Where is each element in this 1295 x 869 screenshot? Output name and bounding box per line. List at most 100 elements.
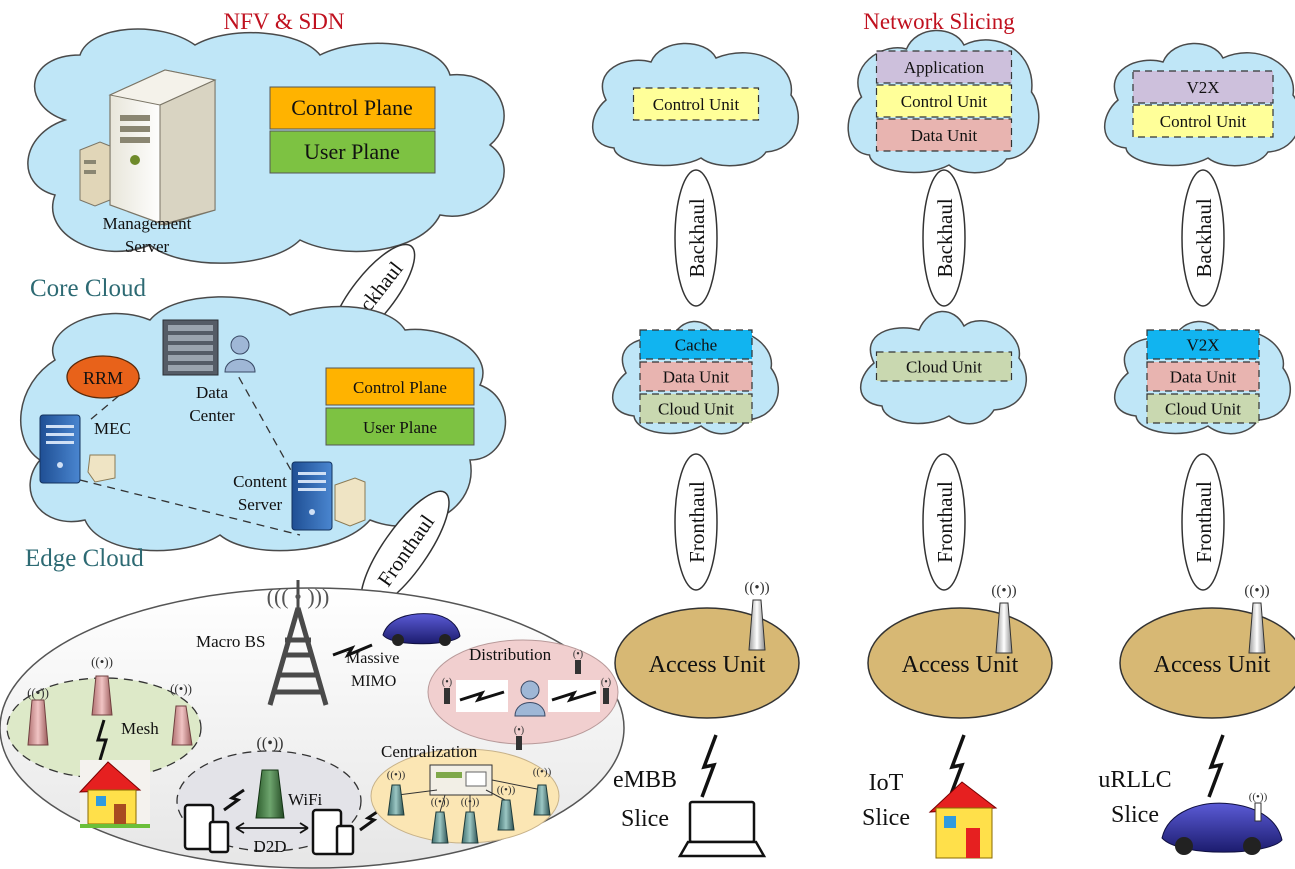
edge-dashed-link-2	[79, 479, 301, 536]
macro-bs-tower-icon: ((( • )))	[267, 580, 329, 706]
svg-text:((•)): ((•))	[461, 796, 480, 808]
macro-bs-bolt-icon	[332, 643, 373, 659]
house-icon-iot	[928, 781, 998, 859]
svg-text:((•)): ((•))	[1244, 583, 1269, 599]
slice-2-edge-unit-1-label: Cloud Unit	[906, 358, 982, 377]
slice-2-fronthaul-link-shape	[922, 453, 966, 591]
slice-2-fronthaul-link-label: Fronthaul	[933, 481, 957, 563]
slice-1-edge-unit-3	[639, 393, 753, 424]
svg-text:((•)): ((•))	[91, 654, 113, 669]
macro-bs-label: Macro BS	[196, 632, 265, 651]
slice-3-backhaul-link-shape	[1181, 169, 1225, 307]
management-server-label-2: Server	[125, 237, 170, 256]
wifi-antenna-icon: ((•))	[255, 735, 285, 819]
slice-3-name-label: uRLLC	[1098, 767, 1171, 793]
slice-3-slice-label: Slice	[1111, 802, 1159, 828]
svg-text:(•): (•)	[442, 677, 452, 688]
slice-2-wireless-bolt-icon	[948, 734, 966, 798]
core-user-plane-label: User Plane	[304, 139, 400, 164]
slice-1-top-unit-1	[632, 87, 760, 121]
slice-1-slice-label: Slice	[621, 806, 669, 832]
slice-1-backhaul-link-shape	[674, 169, 718, 307]
edge-cloud-label: Edge Cloud	[25, 545, 144, 572]
slice-2-name-label: IoT	[869, 770, 904, 796]
mesh-antenna-icon-2: ((•))	[91, 654, 113, 716]
svg-text:((•)): ((•))	[991, 583, 1016, 599]
slice-3-top-unit-1-label: V2X	[1186, 78, 1219, 97]
edge-control-plane-box	[325, 367, 475, 406]
mesh-label: Mesh	[121, 719, 159, 738]
distribution-label: Distribution	[469, 645, 552, 664]
slice-2-backhaul-link: Backhaul	[922, 169, 966, 307]
mesh-antenna-icon-1: ((•))	[27, 685, 49, 746]
slice-2-access-unit-label: Access Unit	[902, 652, 1019, 678]
svg-text:((•)): ((•))	[744, 580, 769, 596]
edge-dashed-link-3	[89, 377, 141, 421]
slice-1-name-label: eMBB	[613, 767, 677, 793]
slice-3-edge-unit-3	[1146, 393, 1260, 424]
slice-1-edge-unit-1-label: Cache	[675, 336, 717, 355]
svg-text:((•)): ((•))	[170, 681, 192, 696]
centralization-links	[397, 779, 543, 815]
management-server-icon	[79, 69, 217, 226]
d2d-arrow	[235, 822, 309, 834]
distribution-antenna-icon-3: (•)	[601, 677, 611, 704]
svg-text:((•)): ((•))	[1249, 791, 1268, 803]
wifi-bolt-icon-1	[223, 788, 245, 812]
slice-1-fronthaul-link-shape	[674, 453, 718, 591]
slice-3-fronthaul-link-label: Fronthaul	[1192, 481, 1216, 563]
massive-label-1: Massive	[346, 650, 399, 667]
slice-3-edge-unit-1	[1146, 329, 1260, 360]
data-center-icon	[162, 319, 256, 376]
svg-text:(•): (•)	[573, 649, 583, 660]
slice-1-edge-unit-1	[639, 329, 753, 360]
mesh-antenna-icon-3: ((•))	[170, 681, 193, 746]
distribution-bolt-icon-1	[459, 690, 505, 703]
car-icon-mimo	[382, 613, 461, 646]
svg-text:(•): (•)	[514, 725, 524, 736]
slice-1-fronthaul-link-label: Fronthaul	[685, 481, 709, 563]
massive-label-2: MIMO	[351, 673, 396, 690]
slice-1-edge-unit-2	[639, 361, 753, 392]
centralization-unit-icon	[429, 764, 493, 796]
slice-2-slice-label: Slice	[862, 805, 910, 831]
mesh-wireless-bolt-icon	[95, 719, 109, 761]
centralization-antenna-icon-3: ((•))	[461, 796, 480, 844]
slice-1-backhaul-link-label: Backhaul	[685, 198, 709, 277]
slice-1-access-unit-label: Access Unit	[649, 652, 766, 678]
svg-text:((•)): ((•))	[431, 796, 450, 808]
slice-1-fronthaul-link: Fronthaul	[674, 453, 718, 591]
slice-3-backhaul-link-label: Backhaul	[1192, 198, 1216, 277]
svg-text:((•)): ((•))	[533, 766, 552, 778]
edge-user-plane-label: User Plane	[363, 418, 437, 437]
edge-cloud	[19, 296, 507, 552]
content-server-icon	[291, 461, 366, 531]
content-server-label-2: Server	[238, 495, 283, 514]
edge-cloud-shape	[19, 296, 507, 552]
slice-2-top-unit-3-label: Data Unit	[911, 126, 978, 145]
slice-3-edge-unit-3-label: Cloud Unit	[1165, 400, 1241, 419]
management-server-label-1: Management	[103, 214, 192, 233]
distribution-bolt-icon-2	[551, 690, 597, 703]
edge-control-plane-label: Control Plane	[353, 378, 447, 397]
slice-1-edge-unit-2-label: Data Unit	[663, 368, 730, 387]
mec-server-icon	[39, 414, 116, 484]
wifi-bolt-icon-2	[359, 808, 381, 832]
slice-1-backhaul-link: Backhaul	[674, 169, 718, 307]
slice-2-backhaul-link-shape	[922, 169, 966, 307]
svg-text:((•)): ((•))	[387, 769, 406, 781]
slice-3-wireless-bolt-icon	[1207, 734, 1225, 798]
distribution-antenna-icon-4: (•)	[514, 725, 524, 750]
centralization-label: Centralization	[381, 742, 478, 761]
title-nfv-sdn: NFV & SDN	[224, 9, 345, 34]
slice-1-top-unit-1-label: Control Unit	[653, 95, 740, 114]
slice-1-edge-unit-3-label: Cloud Unit	[658, 400, 734, 419]
svg-text:((•)): ((•))	[27, 685, 49, 700]
slice-2-top-unit-2	[875, 84, 1013, 118]
slice-3-top-unit-1	[1132, 70, 1274, 104]
mesh-zone	[6, 677, 202, 779]
slice-3-backhaul-link: Backhaul	[1181, 169, 1225, 307]
slice-3-antenna-icon: ((•))	[1244, 583, 1270, 654]
